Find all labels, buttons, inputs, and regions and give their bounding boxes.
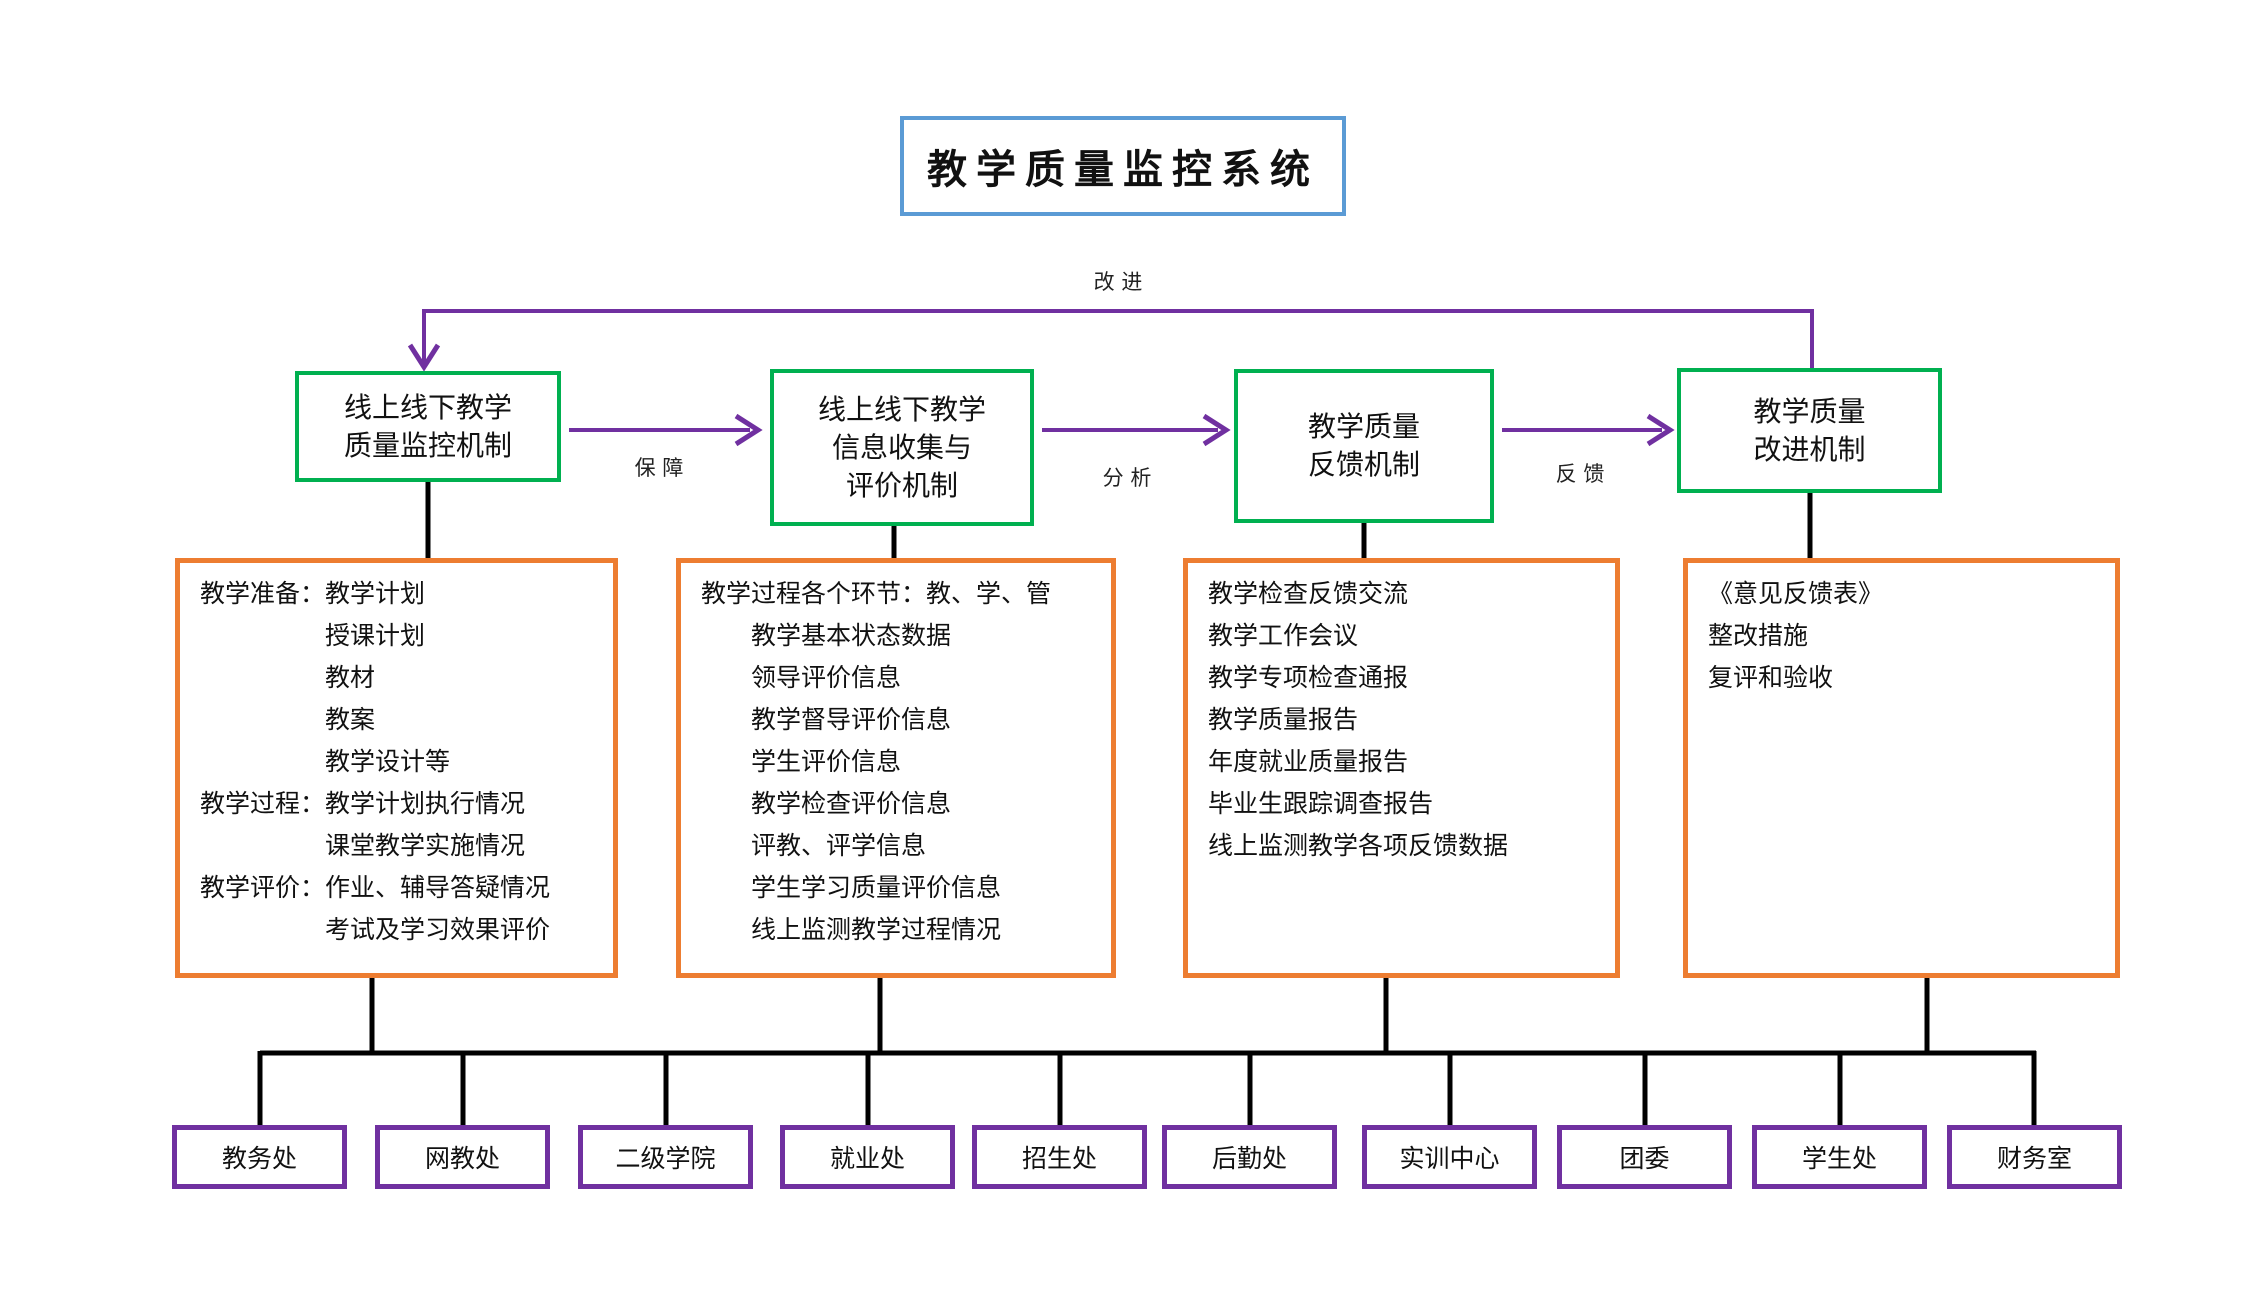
- detail-line: 教学基本状态数据: [701, 621, 952, 650]
- department-box-caiwushi: 财务室: [1947, 1125, 2122, 1189]
- detail-line: 学生评价信息: [701, 747, 902, 776]
- arrow-right-head: [1646, 413, 1675, 447]
- department-box-wangjiaochu: 网教处: [375, 1125, 550, 1189]
- detail-line: 评教、评学信息: [701, 831, 927, 860]
- page-title: 教学质量监控系统: [927, 146, 1319, 193]
- department-label: 就业处: [829, 1144, 905, 1173]
- improve-feedback-arrow: [407, 309, 1814, 372]
- department-label: 教务处: [221, 1144, 297, 1173]
- flow-label-guarantee: 保 障: [634, 456, 684, 480]
- department-label: 招生处: [1021, 1144, 1097, 1173]
- department-box-jiaowuchu: 教务处: [172, 1125, 347, 1189]
- flow-arrow-analyze: [1042, 413, 1231, 447]
- department-box-tuanwei: 团委: [1557, 1125, 1732, 1189]
- mechanism-line: 线上线下教学: [343, 390, 512, 424]
- department-bus: [257, 1050, 2037, 1128]
- department-label: 团委: [1619, 1144, 1670, 1173]
- detail-line: 考试及学习效果评价: [200, 915, 551, 944]
- detail-box-improvement-content: 《意见反馈表》 整改措施 复评和验收: [1683, 558, 2120, 978]
- detail-line: 教案: [200, 705, 376, 734]
- detail-line: 线上监测教学过程情况: [701, 915, 1002, 944]
- detail-box-monitoring-content: 教学准备：教学计划 授课计划 教材 教案 教学设计等 教学过程：教学计划执行情况…: [175, 558, 618, 978]
- diagram-title-box: 教学质量监控系统: [900, 116, 1346, 216]
- mechanism-box-collection-evaluation: 线上线下教学 信息收集与 评价机制: [770, 369, 1034, 526]
- mechanism-line: 信息收集与: [831, 430, 972, 464]
- detail-line: 教学准备：教学计划: [200, 579, 426, 608]
- department-box-erjixueyuan: 二级学院: [578, 1125, 753, 1189]
- mechanism-box-improvement: 教学质量 改进机制: [1677, 368, 1942, 493]
- department-label: 学生处: [1801, 1144, 1877, 1173]
- department-box-zhaoshengchu: 招生处: [972, 1125, 1147, 1189]
- detail-line: 毕业生跟踪调查报告: [1208, 789, 1434, 818]
- mechanism-line: 质量监控机制: [343, 428, 512, 462]
- flow-label-improve: 改 进: [1093, 270, 1143, 294]
- flow-arrow-feedback: [1502, 413, 1675, 447]
- mechanism-box-monitoring: 线上线下教学 质量监控机制: [295, 371, 561, 482]
- mechanism-line: 评价机制: [845, 468, 958, 502]
- flow-label-feedback: 反 馈: [1555, 462, 1605, 486]
- detail-line: 线上监测教学各项反馈数据: [1208, 831, 1509, 860]
- detail-line: 《意见反馈表》: [1708, 579, 1884, 608]
- detail-line: 年度就业质量报告: [1208, 747, 1409, 776]
- arrow-down-head: [407, 343, 441, 372]
- arrow-right-head: [1202, 413, 1231, 447]
- detail-box-information-content: 教学过程各个环节：教、学、管 教学基本状态数据 领导评价信息 教学督导评价信息 …: [676, 558, 1116, 978]
- detail-line: 复评和验收: [1708, 663, 1834, 692]
- mechanism-box-feedback: 教学质量 反馈机制: [1234, 369, 1494, 523]
- detail-line: 领导评价信息: [701, 663, 902, 692]
- department-box-shixunzhongxin: 实训中心: [1362, 1125, 1537, 1189]
- flow-label-analyze: 分 析: [1102, 466, 1152, 490]
- arrow-right-head: [734, 413, 763, 447]
- department-label: 网教处: [424, 1144, 500, 1173]
- mechanism-detail-connectors: [425, 482, 1813, 558]
- mechanism-line: 教学质量: [1753, 394, 1866, 428]
- detail-line: 教学工作会议: [1208, 621, 1359, 650]
- detail-line: 学生学习质量评价信息: [701, 873, 1002, 902]
- detail-line: 教学督导评价信息: [701, 705, 952, 734]
- department-label: 二级学院: [615, 1144, 716, 1173]
- flow-arrow-guarantee: [569, 413, 763, 447]
- detail-line: 教学检查反馈交流: [1208, 579, 1409, 608]
- department-label: 后勤处: [1211, 1144, 1287, 1173]
- department-box-houqinchu: 后勤处: [1162, 1125, 1337, 1189]
- department-label: 财务室: [1996, 1144, 2072, 1173]
- department-label: 实训中心: [1399, 1144, 1500, 1173]
- detail-line: 教学设计等: [200, 747, 451, 776]
- detail-line: 教学专项检查通报: [1208, 663, 1409, 692]
- detail-line: 教学过程各个环节：教、学、管: [701, 579, 1052, 608]
- detail-line: 教学过程：教学计划执行情况: [200, 789, 526, 818]
- mechanism-line: 改进机制: [1753, 432, 1866, 466]
- detail-bus-connectors: [369, 978, 1930, 1053]
- mechanism-line: 反馈机制: [1307, 448, 1420, 481]
- detail-line: 教学质量报告: [1208, 705, 1359, 734]
- detail-line: 教学评价：作业、辅导答疑情况: [200, 873, 551, 902]
- department-box-xueshengchu: 学生处: [1752, 1125, 1927, 1189]
- detail-line: 整改措施: [1708, 621, 1809, 650]
- mechanism-line: 线上线下教学: [817, 392, 986, 426]
- detail-line: 授课计划: [200, 621, 426, 650]
- detail-line: 课堂教学实施情况: [200, 831, 526, 860]
- detail-line: 教学检查评价信息: [701, 789, 952, 818]
- detail-line: 教材: [200, 663, 376, 692]
- department-box-jiuyechu: 就业处: [780, 1125, 955, 1189]
- mechanism-line: 教学质量: [1307, 410, 1420, 443]
- detail-box-feedback-content: 教学检查反馈交流 教学工作会议 教学专项检查通报 教学质量报告 年度就业质量报告…: [1183, 558, 1620, 978]
